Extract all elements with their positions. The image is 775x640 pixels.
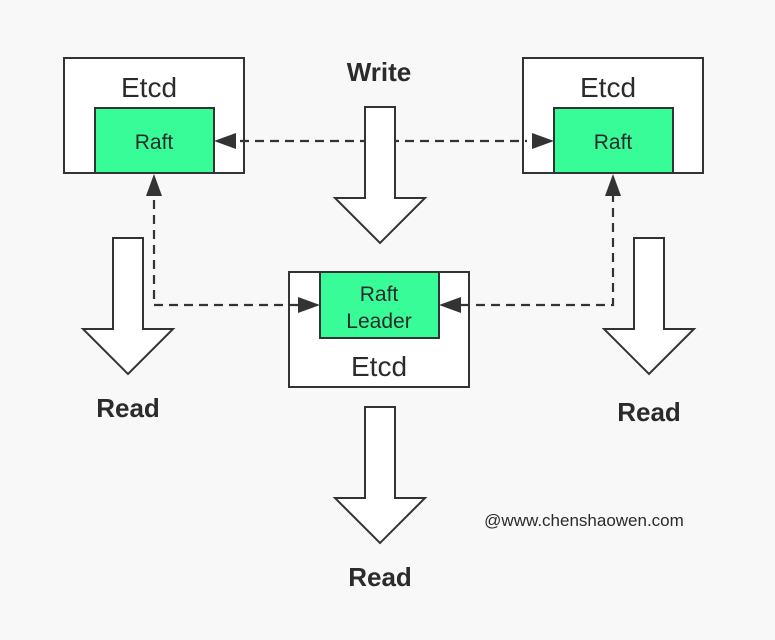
arrowhead-leader-from-right: [439, 297, 461, 313]
read-arrow-bottom: [332, 406, 428, 545]
etcd-node-right: Etcd Raft: [522, 57, 704, 174]
etcd-node-leader: Raft Leader Etcd: [288, 271, 470, 388]
dashed-connector-right: [461, 196, 615, 307]
etcd-label-leader: Etcd: [351, 351, 407, 382]
write-arrow: [332, 106, 428, 245]
arrowhead-right-raft-up: [605, 174, 621, 196]
read-arrow-right: [601, 237, 697, 376]
raft-leader-label-line1: Raft: [360, 283, 399, 306]
etcd-node-left: Etcd Raft: [63, 57, 245, 174]
arrowhead-right-raft: [532, 133, 554, 149]
raft-label-left: Raft: [135, 131, 174, 154]
arrowhead-left-raft: [214, 133, 236, 149]
arrowhead-left-raft-up: [146, 174, 162, 196]
read-label-right: Read: [617, 397, 681, 427]
read-arrow-left: [80, 237, 176, 376]
raft-leader-label-line2: Leader: [346, 310, 411, 333]
write-label: Write: [347, 57, 412, 87]
dashed-connector-left: [152, 196, 298, 307]
raft-box-right: [553, 107, 674, 174]
raft-box-left: [94, 107, 215, 174]
read-label-bottom: Read: [348, 562, 412, 592]
etcd-label-right: Etcd: [580, 72, 636, 103]
raft-label-right: Raft: [594, 131, 633, 154]
watermark-text: @www.chenshaowen.com: [484, 511, 684, 530]
arrowhead-leader-from-left: [298, 297, 320, 313]
etcd-label-left: Etcd: [121, 72, 177, 103]
read-label-left: Read: [96, 393, 160, 423]
